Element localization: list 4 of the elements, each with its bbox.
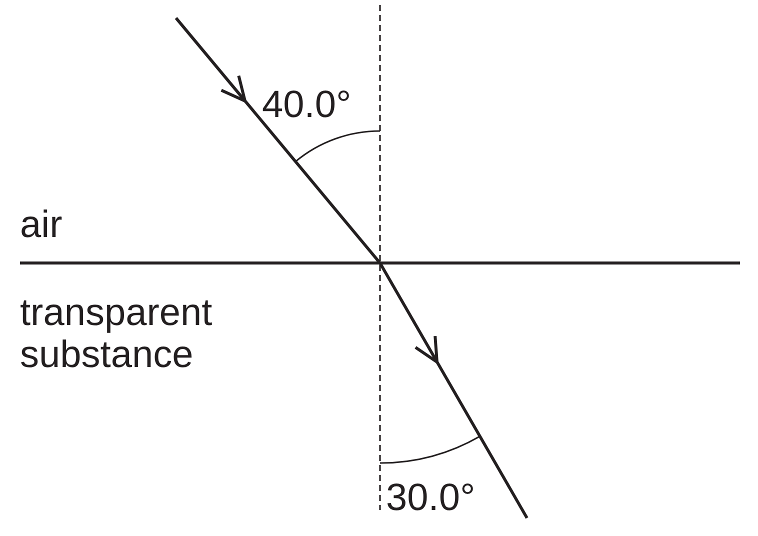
medium-label: transparent substance	[20, 292, 214, 376]
angle-label: 30.0°	[386, 477, 476, 519]
medium-label: air	[20, 204, 62, 246]
angle-label: 40.0°	[262, 84, 352, 126]
